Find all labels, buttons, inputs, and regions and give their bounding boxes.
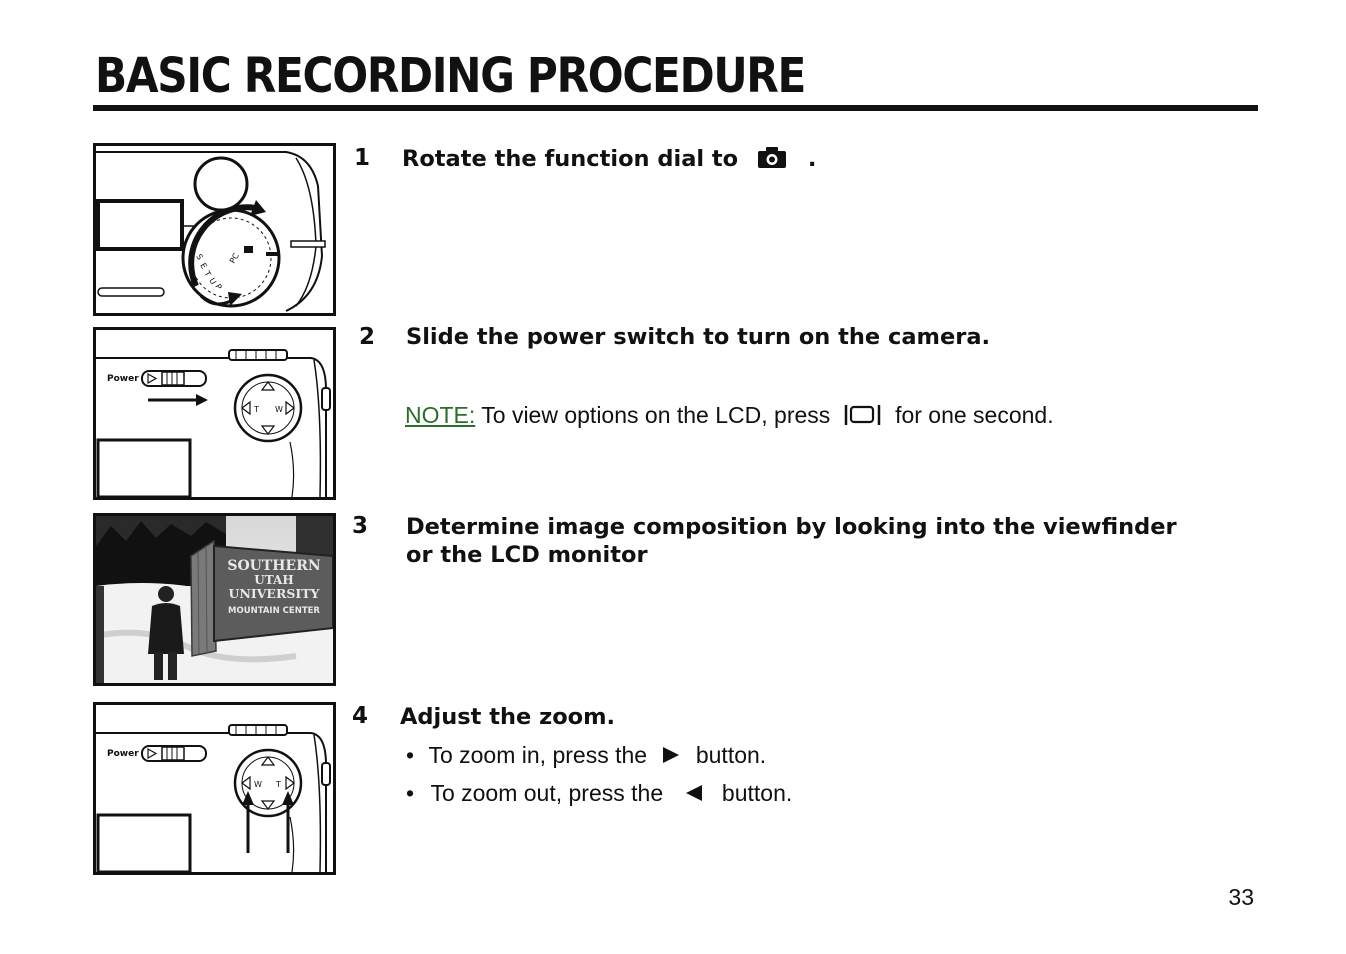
sign-line-4: MOUNTAIN CENTER xyxy=(228,606,320,616)
dial-label-s: S xyxy=(194,253,204,262)
figure-power-switch: Power T W xyxy=(93,327,336,500)
function-dial-illustration: S E T U P PC xyxy=(96,146,333,313)
step-4-number: 4 xyxy=(352,703,369,729)
pad-label-w: W xyxy=(275,405,283,414)
page-title: BASIC RECORDING PROCEDURE xyxy=(95,48,806,104)
step-1-heading: Rotate the function dial to . xyxy=(402,145,816,173)
step-1-number: 1 xyxy=(354,145,371,171)
pad-label-t: T xyxy=(253,405,259,414)
step-1-text: Rotate the function dial to xyxy=(402,146,739,172)
note-text-after: for one second. xyxy=(895,402,1054,428)
zoom-in-text: To zoom in, press the xyxy=(428,742,648,768)
note-line: NOTE: To view options on the LCD, press … xyxy=(405,403,1054,427)
sign-line-2: UTAH xyxy=(254,573,293,587)
dial-label-u: U xyxy=(207,277,218,287)
step-2-number: 2 xyxy=(359,324,376,350)
zoom-out-text: To zoom out, press the xyxy=(430,780,664,806)
power-label: Power xyxy=(107,374,139,384)
step-4-heading: Adjust the zoom. xyxy=(400,704,616,730)
step-3-heading-line2: or the LCD monitor xyxy=(406,542,648,568)
zoom-out-after: button. xyxy=(721,780,793,806)
camera-icon xyxy=(757,147,786,168)
title-underline xyxy=(93,105,1258,111)
figure-composition-photo: SOUTHERN UTAH UNIVERSITY MOUNTAIN CENTER xyxy=(93,513,336,686)
step-1-period: . xyxy=(807,146,817,172)
zoom-power-label: Power xyxy=(107,749,139,759)
figure-zoom-controls: Power W T xyxy=(93,702,336,875)
zoom-in-bullet: • xyxy=(406,742,415,768)
left-triangle-icon xyxy=(685,785,702,801)
sign-line-1: SOUTHERN xyxy=(227,558,320,574)
note-label: NOTE: xyxy=(405,402,476,428)
zoom-out-bullet: • xyxy=(406,780,415,806)
step-3-number: 3 xyxy=(352,513,369,539)
figure-function-dial: S E T U P PC xyxy=(93,143,336,316)
sign-line-3: UNIVERSITY xyxy=(229,586,321,601)
dial-label-p: P xyxy=(213,283,223,292)
dial-camera-icon xyxy=(244,246,253,253)
zoom-controls-illustration: Power W T xyxy=(96,705,333,872)
dial-label-t: T xyxy=(202,269,213,279)
zoom-out-instruction: • To zoom out, press the button. xyxy=(406,782,792,805)
zoom-pad-label-w: W xyxy=(254,780,262,789)
composition-photo: SOUTHERN UTAH UNIVERSITY MOUNTAIN CENTER xyxy=(96,516,333,683)
display-button-icon xyxy=(844,405,880,425)
right-triangle-icon xyxy=(663,747,680,763)
page-number: 33 xyxy=(1228,884,1254,910)
dial-label-e: E xyxy=(198,262,208,271)
zoom-pad-label-t: T xyxy=(275,780,281,789)
zoom-in-after: button. xyxy=(695,742,767,768)
note-text-before: To view options on the LCD, press xyxy=(481,402,831,428)
step-3-heading-line1: Determine image composition by looking i… xyxy=(406,514,1177,540)
zoom-in-instruction: • To zoom in, press the button. xyxy=(406,744,766,767)
step-2-heading: Slide the power switch to turn on the ca… xyxy=(406,324,991,350)
power-switch-illustration: Power T W xyxy=(96,330,333,497)
